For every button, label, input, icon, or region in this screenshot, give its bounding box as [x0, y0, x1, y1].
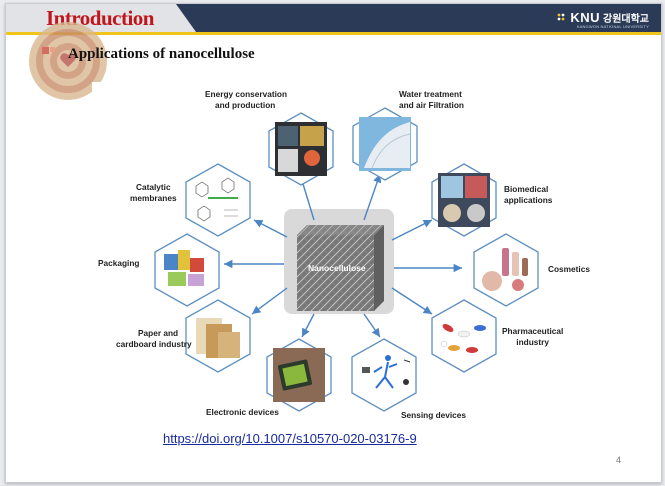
hex-paper — [185, 299, 251, 373]
arrow-paper — [251, 287, 288, 315]
hex-catalytic — [185, 163, 251, 237]
label-sensing: Sensing devices — [401, 410, 467, 420]
hex-water — [352, 107, 418, 181]
label-electronic: Electronic devices — [206, 407, 279, 417]
label-catalytic: Catalytic membranes — [130, 182, 177, 203]
label-water: Water treatment and air Filtration — [399, 89, 464, 110]
arrow-pharma — [391, 287, 433, 315]
logo-mark-icon — [557, 13, 565, 20]
hex-biomedical — [431, 163, 497, 237]
arrow-sensing — [363, 313, 381, 338]
label-energy: Energy conservation and production — [205, 89, 288, 110]
doi-link[interactable]: https://doi.org/10.1007/s10570-020-03176… — [163, 431, 417, 446]
logo-subline: KANGWON NATIONAL UNIVERSITY — [576, 24, 649, 29]
diagram-graphics — [154, 107, 539, 412]
label-biomedical: Biomedical applications — [504, 184, 553, 205]
center-label: Nanocellulose — [308, 263, 366, 273]
logo-brand: KNU — [570, 10, 600, 25]
title-underline — [6, 32, 661, 35]
applications-diagram: Nanocellulose Energy conservation and pr… — [92, 82, 637, 420]
title-tab — [6, 4, 196, 32]
logo-korean-name: 강원대학교 — [603, 14, 649, 25]
label-cosmetics: Cosmetics — [548, 264, 590, 274]
hex-energy — [268, 112, 334, 186]
hex-cosmetics — [473, 233, 539, 307]
label-paper: Paper and cardboard industry — [116, 328, 192, 349]
hex-electronic — [266, 338, 332, 412]
target-decoration-icon — [29, 22, 107, 100]
hex-sensing — [351, 338, 417, 412]
arrow-catalytic — [253, 219, 288, 238]
page-number: 4 — [616, 455, 622, 465]
nanocellulose-cube-icon — [297, 225, 384, 311]
university-logo: KNU 강원대학교 — [557, 10, 649, 25]
label-pharma: Pharmaceutical industry — [502, 326, 564, 347]
arrow-biomedical — [391, 219, 433, 241]
arrow-electronic — [301, 313, 315, 338]
hex-packaging — [154, 233, 220, 307]
slide-subtitle: Applications of nanocellulose — [68, 46, 255, 62]
hex-pharma — [431, 299, 497, 373]
arrow-water — [363, 173, 382, 221]
label-packaging: Packaging — [98, 258, 140, 268]
slide: Introduction KNU 강원대학교 KANGWON NATIONAL … — [5, 3, 662, 483]
